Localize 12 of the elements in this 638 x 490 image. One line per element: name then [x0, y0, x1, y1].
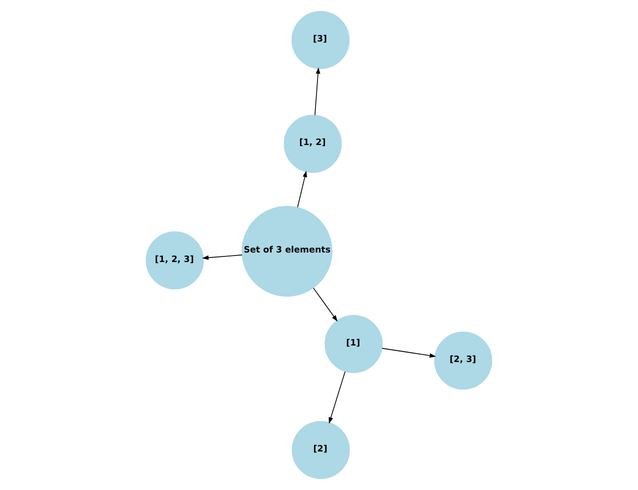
node-circle: [2]: [292, 421, 350, 480]
arrow: [312, 288, 338, 322]
arrow: [314, 67, 320, 116]
arrow: [202, 254, 242, 260]
arrow: [382, 348, 436, 358]
node-circle: [3]: [292, 10, 350, 69]
arrow: [297, 170, 307, 208]
arrow: [328, 371, 346, 424]
node-circle: [1, 2]: [284, 114, 342, 173]
node-circle: Set of 3 elements: [242, 206, 332, 297]
node-circle: [2, 3]: [434, 332, 492, 390]
node-circle: [1, 2, 3]: [146, 231, 204, 290]
